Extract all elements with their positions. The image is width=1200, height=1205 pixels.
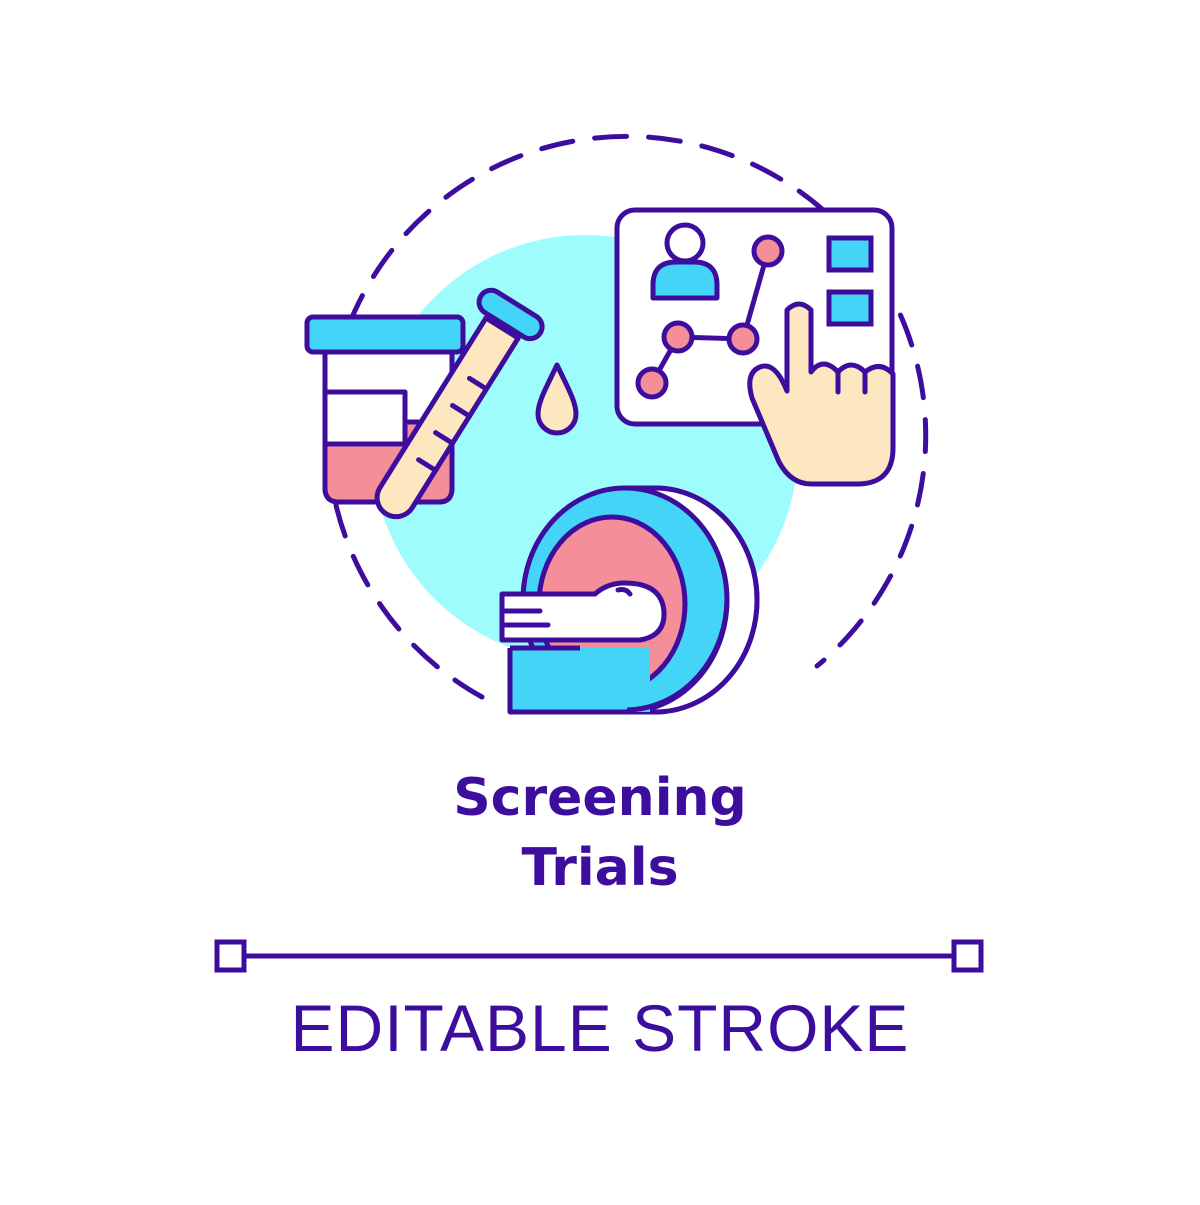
divider-handle-left (214, 939, 247, 973)
drop-icon (535, 362, 579, 436)
line-graph-icon (635, 234, 785, 400)
test-tube-icon (374, 287, 545, 520)
specimen-cup-icon (304, 314, 466, 505)
panel-square-top (826, 235, 874, 273)
editable-stroke-caption: EDITABLE STROKE (290, 991, 910, 1065)
patient-icon (499, 580, 667, 643)
pointing-hand-icon (747, 301, 896, 487)
title-line-1: Screening (453, 768, 747, 828)
dashed-ring (325, 133, 929, 700)
hand-knuckle-lines (835, 369, 868, 395)
user-icon (650, 222, 720, 301)
divider-handle-right (951, 939, 984, 973)
panel-square-bottom (826, 289, 874, 327)
editable-stroke-divider (214, 939, 984, 973)
title-line-2: Trials (521, 838, 679, 898)
